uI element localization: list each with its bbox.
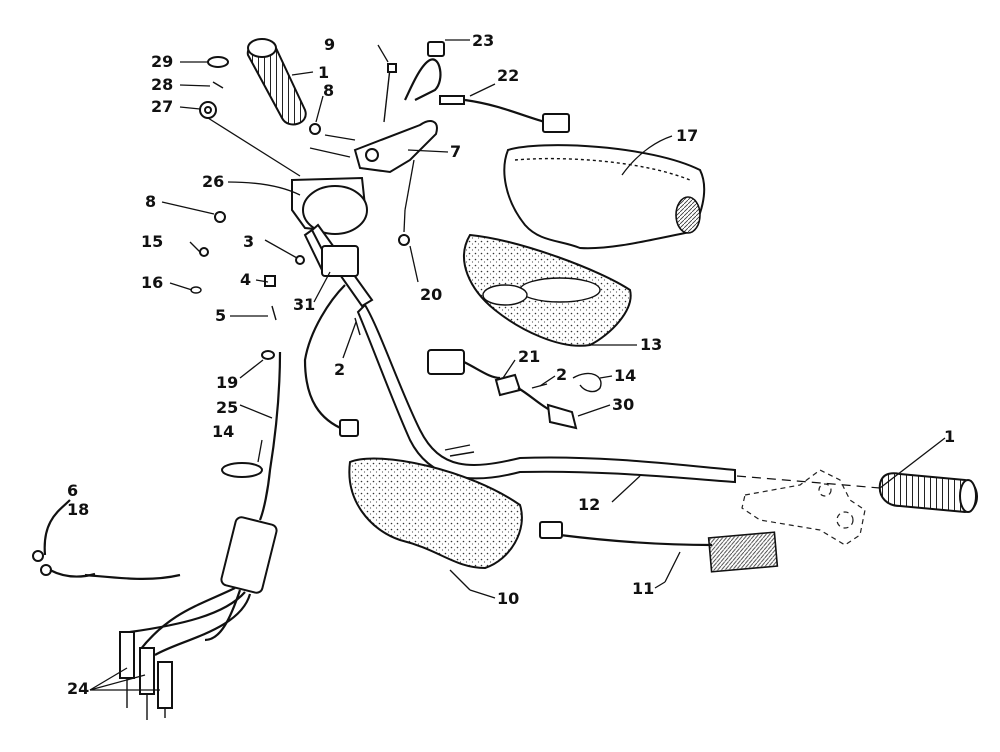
handlebar-pad [463,233,632,347]
callout-23: 23 [472,31,494,50]
callout-14a: 14 [212,422,234,441]
callout-18: 18 [67,500,89,519]
callout-25: 25 [216,398,238,417]
callout-12: 12 [578,495,600,514]
small-hardware [190,56,602,393]
callout-14b: 14 [614,366,636,385]
callout-31: 31 [293,295,315,314]
callout-5: 5 [215,306,226,325]
brake-lever [353,120,438,174]
callout-1a: 1 [318,63,329,82]
pad-cover [503,144,706,250]
steering-housing [291,176,374,308]
callout-26: 26 [202,172,224,191]
callout-7: 7 [450,142,461,161]
wire-harness [404,41,570,133]
callout-10: 10 [497,589,519,608]
lower-pad [348,457,523,570]
callout-30: 30 [612,395,634,414]
callout-13: 13 [640,335,662,354]
hand-grip-right [878,472,978,514]
callout-2a: 2 [334,360,345,379]
callout-24: 24 [67,679,89,698]
callout-1b: 1 [944,427,955,446]
throttle-housing-outline [741,469,866,546]
callout-28: 28 [151,75,173,94]
callout-8a: 8 [323,81,334,100]
callout-17: 17 [676,126,698,145]
callout-2b: 2 [556,365,567,384]
callout-16: 16 [141,273,163,292]
cable-assembly [32,351,282,720]
switch-assembly [427,349,578,430]
callout-4: 4 [240,270,251,289]
callout-15: 15 [141,232,163,251]
handlebar [356,303,881,489]
callout-22: 22 [497,66,519,85]
callout-29: 29 [151,52,173,71]
control-cable [303,245,359,437]
hand-grip-left [246,38,307,126]
callout-9: 9 [324,35,335,54]
callout-19: 19 [216,373,238,392]
heater-element [539,521,779,573]
callout-21: 21 [518,347,540,366]
callouts: 1 1 2 2 3 4 5 6 18 7 8 8 9 10 11 12 13 [67,31,955,698]
callout-11: 11 [632,579,654,598]
callout-3: 3 [243,232,254,251]
callout-20: 20 [420,285,442,304]
callout-27: 27 [151,97,173,116]
callout-8b: 8 [145,192,156,211]
callout-6: 6 [67,481,78,500]
